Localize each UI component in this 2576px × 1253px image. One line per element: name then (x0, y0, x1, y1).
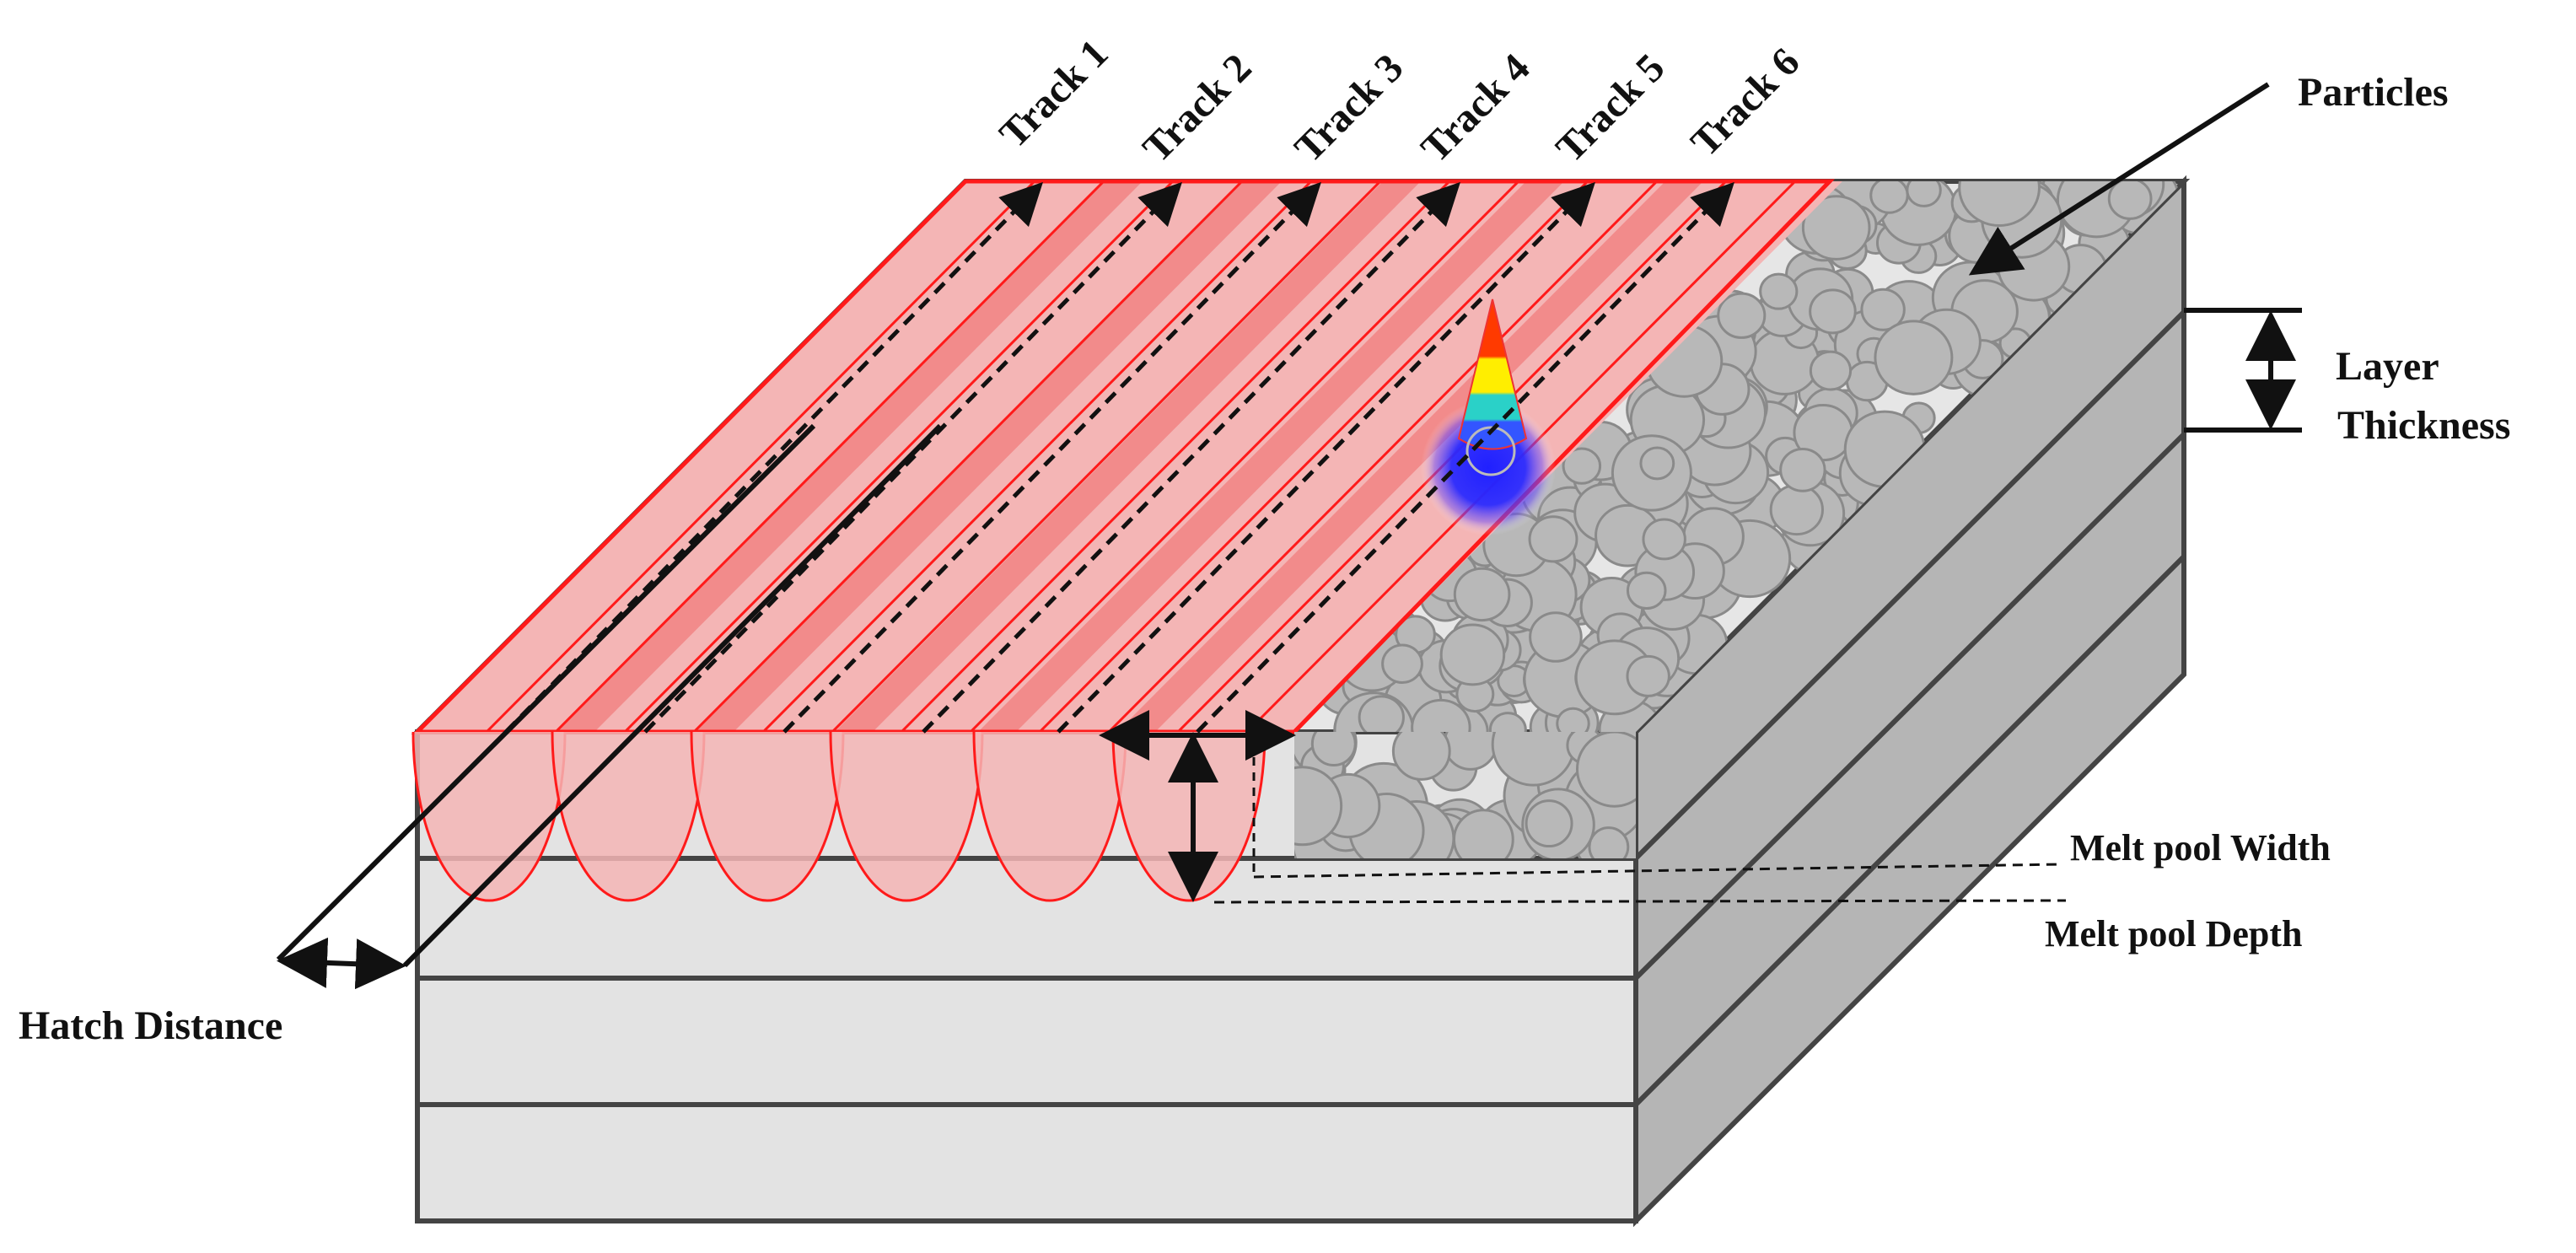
track-label: Track 5 (1547, 46, 1673, 171)
powder-particle (1452, 809, 1514, 858)
layer-thickness-callout: Layer Thickness (2184, 308, 2510, 448)
melt-track-stripe (557, 181, 1282, 732)
melt-track-edge (831, 181, 1382, 732)
powder-particle (1562, 447, 1602, 485)
powder-particle (1575, 732, 1636, 808)
powder-particle (1874, 320, 1954, 395)
powder-particle (1525, 799, 1573, 848)
powder-particle (1809, 288, 1857, 335)
track-label: Track 3 (1286, 46, 1412, 171)
melt-track-edge (1107, 181, 1659, 732)
track-arrow (504, 181, 1043, 734)
melt-track-edge (485, 181, 1036, 732)
powder-particle (1958, 181, 2041, 228)
powder-particle (1809, 350, 1853, 391)
melt-track-overlap (978, 181, 1564, 732)
side-layer-line-1 (1633, 309, 2186, 861)
front-layer-3 (415, 976, 1638, 1107)
powder-particle (2107, 181, 2153, 220)
powder-particle (1626, 654, 1670, 697)
track-label: Track 6 (1682, 40, 1808, 165)
melt-pool-dimensions: Melt pool Width Melt pool Depth (1099, 710, 2331, 955)
top-surface (411, 179, 2191, 734)
powder-particle (1358, 695, 1405, 732)
melt-track-stripe (696, 181, 1421, 732)
hatch-distance-callout: Hatch Distance (19, 423, 943, 1048)
melt-track-edge (554, 181, 1105, 732)
hatch-distance-label: Hatch Distance (19, 1003, 282, 1048)
track-arrow (643, 181, 1182, 734)
track-arrow (1196, 181, 1734, 734)
powder-particle (1381, 643, 1423, 684)
side-layer-line-3 (1633, 554, 2186, 1107)
melt-track-stripe (835, 181, 1560, 732)
layer-thickness-label-2: Thickness (2337, 403, 2510, 448)
side-layer-line-2 (1633, 432, 2186, 981)
melt-track-stripe (978, 181, 1703, 732)
powder-particle (1779, 447, 1826, 492)
melt-track-overlap (557, 181, 1143, 732)
melt-track-edge (969, 181, 1520, 732)
powder-particle (1310, 732, 1357, 767)
powder-particle (1488, 712, 1527, 732)
melt-track-overlap (696, 181, 1282, 732)
melt-track-edge (761, 181, 1313, 732)
track-arrow (922, 181, 1460, 734)
melt-pool-width-label: Melt pool Width (2070, 827, 2331, 868)
powder-particle (1717, 292, 1767, 339)
powder-particle (1869, 181, 1909, 214)
melt-track-edge (692, 181, 1244, 732)
powder-particle (1411, 698, 1471, 732)
track-label: Track 4 (1412, 46, 1538, 171)
layer-thickness-label-1: Layer (2336, 344, 2439, 389)
powder-particle (1626, 571, 1667, 610)
track-label: Track 2 (1134, 46, 1260, 171)
melt-pool (690, 731, 845, 902)
powder-particle (1759, 272, 1799, 310)
track-arrow (1057, 181, 1595, 734)
melt-track-overlap (1117, 181, 1703, 732)
powder-particle (1294, 766, 1343, 847)
powder-particle (1639, 446, 1675, 481)
powder-particle (1642, 518, 1686, 561)
powder-particle (1860, 288, 1906, 331)
powder-particle (1439, 623, 1506, 686)
melt-track-edge (1038, 181, 1589, 732)
powder-particle (1391, 732, 1451, 781)
particles-label: Particles (2298, 70, 2449, 115)
powder-particle (1801, 195, 1871, 261)
melt-pool-depth-label: Melt pool Depth (2045, 913, 2303, 955)
powder-particle (1529, 611, 1583, 663)
melt-track-edge (900, 181, 1451, 732)
powder-particle (1453, 567, 1511, 622)
front-layer-4 (415, 1102, 1638, 1223)
powder-particle (1528, 515, 1578, 563)
melt-track-edge (623, 181, 1175, 732)
track-label: Track 1 (991, 31, 1116, 157)
melt-pool (972, 731, 1127, 902)
melt-pool (829, 731, 984, 902)
powder-bed-front (1294, 732, 1636, 858)
powder-particle (1556, 707, 1590, 732)
particles-callout: Particles (1968, 70, 2449, 276)
powder-particle (1588, 826, 1630, 858)
melt-track-overlap (835, 181, 1421, 732)
powder-particle (1769, 483, 1824, 536)
track-arrow (782, 181, 1321, 734)
